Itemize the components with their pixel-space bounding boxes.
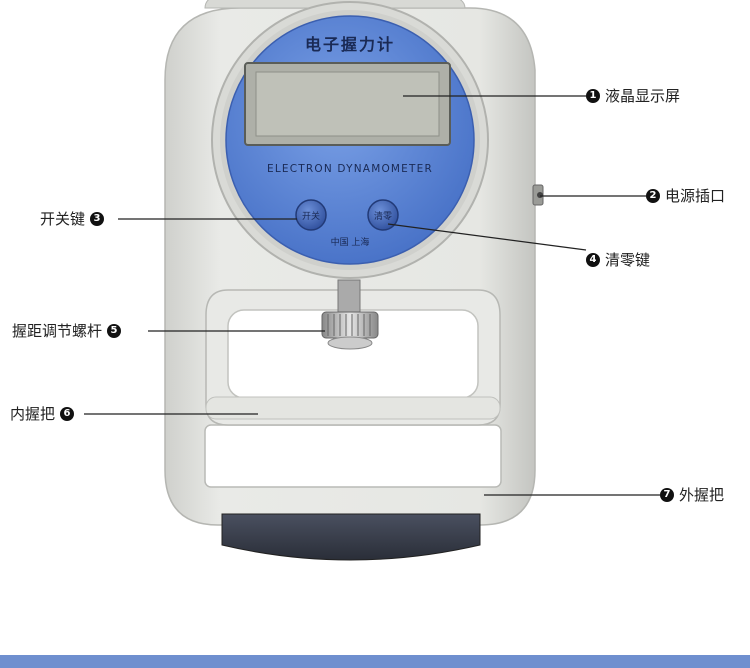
power-button[interactable]: 开关: [295, 199, 327, 231]
zero-button[interactable]: 清零: [367, 199, 399, 231]
callout-inner-grip: 内握把 6: [10, 404, 75, 424]
callout-label-power-jack: 电源插口: [665, 187, 726, 205]
callout-label-lcd: 液晶显示屏: [605, 87, 681, 105]
device-title: 电子握力计: [305, 35, 395, 54]
callout-number-7: 7: [660, 488, 674, 502]
callout-label-outer-grip: 外握把: [679, 486, 725, 504]
callout-label-zero-button: 清零键: [605, 251, 651, 269]
device-subtitle: ELECTRON DYNAMOMETER: [267, 163, 433, 175]
callout-number-2: 2: [646, 189, 660, 203]
lcd-screen: [244, 62, 451, 146]
callout-number-6: 6: [60, 407, 75, 421]
callout-number-3: 3: [90, 212, 105, 226]
callout-zero-button: 4 清零键: [586, 250, 650, 270]
outer-handle-frame: [204, 424, 502, 488]
power-jack: [532, 184, 544, 206]
callout-lcd-screen: 1 液晶显示屏: [586, 86, 680, 106]
callout-label-power-button: 开关键: [40, 210, 86, 228]
callout-number-1: 1: [586, 89, 600, 103]
grip-adjustment-screw: [321, 279, 379, 350]
zero-button-label: 清零: [374, 210, 392, 222]
callout-number-5: 5: [107, 324, 122, 338]
callout-power-jack: 2 电源插口: [646, 186, 725, 206]
power-button-label: 开关: [302, 210, 320, 222]
callout-outer-grip: 7 外握把: [660, 485, 724, 505]
device-base: [221, 513, 481, 561]
callout-lines: [84, 95, 660, 496]
inner-grip: [205, 289, 501, 426]
callout-power-button: 开关键 3: [40, 209, 105, 229]
leader-line-4: [387, 223, 587, 251]
callout-number-4: 4: [586, 253, 600, 267]
footer-band: [0, 655, 750, 668]
callout-label-adjust-screw: 握距调节螺杆: [12, 322, 103, 340]
callout-adjust-screw: 握距调节螺杆 5: [12, 321, 122, 341]
origin-label: 中国 上海: [331, 236, 370, 248]
callout-label-inner-grip: 内握把: [10, 405, 56, 423]
